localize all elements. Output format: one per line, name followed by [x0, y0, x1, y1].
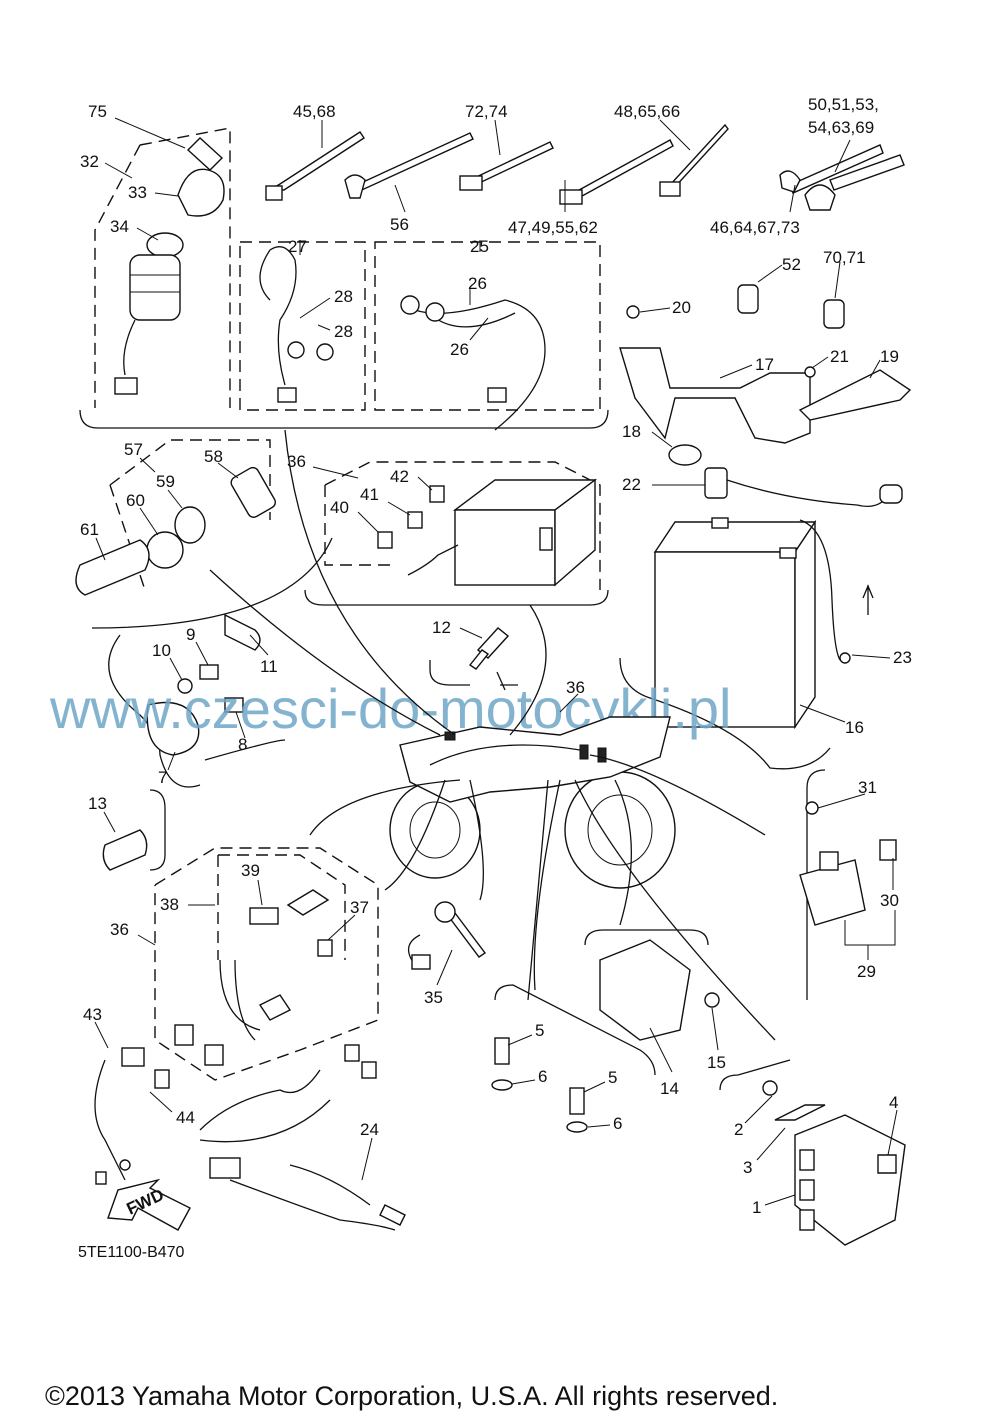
callout-72-74: 72,74 [465, 102, 508, 121]
diagram-code: 5TE1100-B470 [78, 1244, 185, 1261]
callout-23: 23 [893, 648, 912, 667]
callout-7: 7 [158, 768, 167, 787]
callout-54-63-69: 54,63,69 [808, 118, 874, 137]
callout-15: 15 [707, 1053, 726, 1072]
subleads-group [239, 241, 601, 431]
callout-52: 52 [782, 255, 801, 274]
fwd-arrow: FWD [107, 1178, 191, 1231]
callout-21: 21 [830, 347, 849, 366]
callout-24: 24 [360, 1120, 379, 1139]
relay-group [799, 769, 897, 1000]
callout-14: 14 [660, 1079, 679, 1098]
sensor-12-group [429, 627, 510, 686]
callout-70-71: 70,71 [823, 248, 866, 267]
callout-43: 43 [83, 1005, 102, 1024]
callout-36a: 36 [287, 452, 306, 471]
callout-58: 58 [204, 447, 223, 466]
callout-37: 37 [350, 898, 369, 917]
callout-19: 19 [880, 347, 899, 366]
callout-29: 29 [857, 962, 876, 981]
callout-2: 2 [734, 1120, 743, 1139]
ecu-group [719, 1059, 906, 1246]
callout-39: 39 [241, 861, 260, 880]
sender-13-group [102, 789, 166, 871]
callout-46-64-67-73: 46,64,67,73 [710, 218, 800, 237]
callout-57: 57 [124, 440, 143, 459]
callout-11: 11 [260, 657, 278, 676]
callout-32: 32 [80, 152, 99, 171]
battery-group [619, 284, 912, 770]
callout-5a: 5 [535, 1021, 544, 1040]
callout-35: 35 [424, 988, 443, 1007]
callout-6a: 6 [538, 1067, 547, 1086]
callout-26b: 26 [450, 340, 469, 359]
callout-56: 56 [390, 215, 409, 234]
callout-28a: 28 [334, 287, 353, 306]
callout-28b: 28 [334, 322, 353, 341]
socket-group [75, 439, 333, 629]
callout-50-51-53: 50,51,53, [808, 95, 879, 114]
callout-9: 9 [186, 625, 195, 644]
callout-5b: 5 [608, 1068, 617, 1087]
callout-31: 31 [858, 778, 877, 797]
main-switch-group [94, 127, 231, 408]
callout-6b: 6 [613, 1114, 622, 1133]
regulator-group [494, 929, 720, 1076]
callout-60: 60 [126, 491, 145, 510]
callout-25: 25 [470, 237, 489, 256]
callout-17: 17 [755, 355, 774, 374]
bolts-group [491, 1037, 588, 1133]
leader-curves [209, 429, 776, 1041]
callout-13: 13 [88, 794, 107, 813]
callout-40: 40 [330, 498, 349, 517]
fuse-box-group [304, 461, 609, 606]
copyright: ©2013 Yamaha Motor Corporation, U.S.A. A… [45, 1381, 778, 1411]
callout-38: 38 [160, 895, 179, 914]
callout-16: 16 [845, 718, 864, 737]
callouts: 75 32 33 34 45,68 56 72,74 47,49,55,62 4… [80, 95, 912, 1217]
subharness-36-group [154, 847, 379, 1081]
callout-27: 27 [288, 237, 307, 256]
callout-47-49-55-62: 47,49,55,62 [508, 218, 598, 237]
callout-10: 10 [152, 641, 171, 660]
callout-26a: 26 [468, 274, 487, 293]
callout-61: 61 [80, 520, 99, 539]
callout-59: 59 [156, 472, 175, 491]
callout-41: 41 [360, 485, 379, 504]
callout-45-68: 45,68 [293, 102, 336, 121]
callout-44: 44 [176, 1108, 195, 1127]
atv-illustration [389, 671, 676, 889]
callout-36c: 36 [110, 920, 129, 939]
callout-36b: 36 [566, 678, 585, 697]
callout-42: 42 [390, 467, 409, 486]
callout-4: 4 [889, 1093, 898, 1112]
callout-75: 75 [88, 102, 107, 121]
callout-1: 1 [752, 1198, 761, 1217]
coil-group [108, 613, 286, 788]
callout-48-65-66: 48,65,66 [614, 102, 680, 121]
top-group-bracket [79, 409, 609, 429]
harness-43-44-24-group [94, 1044, 406, 1231]
callout-22: 22 [622, 475, 641, 494]
callout-34: 34 [110, 217, 129, 236]
callout-33: 33 [128, 183, 147, 202]
switch-35-group [408, 901, 487, 970]
callout-3: 3 [743, 1158, 752, 1177]
callout-8: 8 [238, 735, 247, 754]
callout-18: 18 [622, 422, 641, 441]
callout-30: 30 [880, 891, 899, 910]
callout-20: 20 [672, 298, 691, 317]
callout-12: 12 [432, 618, 451, 637]
cable-ties-row [265, 123, 905, 211]
